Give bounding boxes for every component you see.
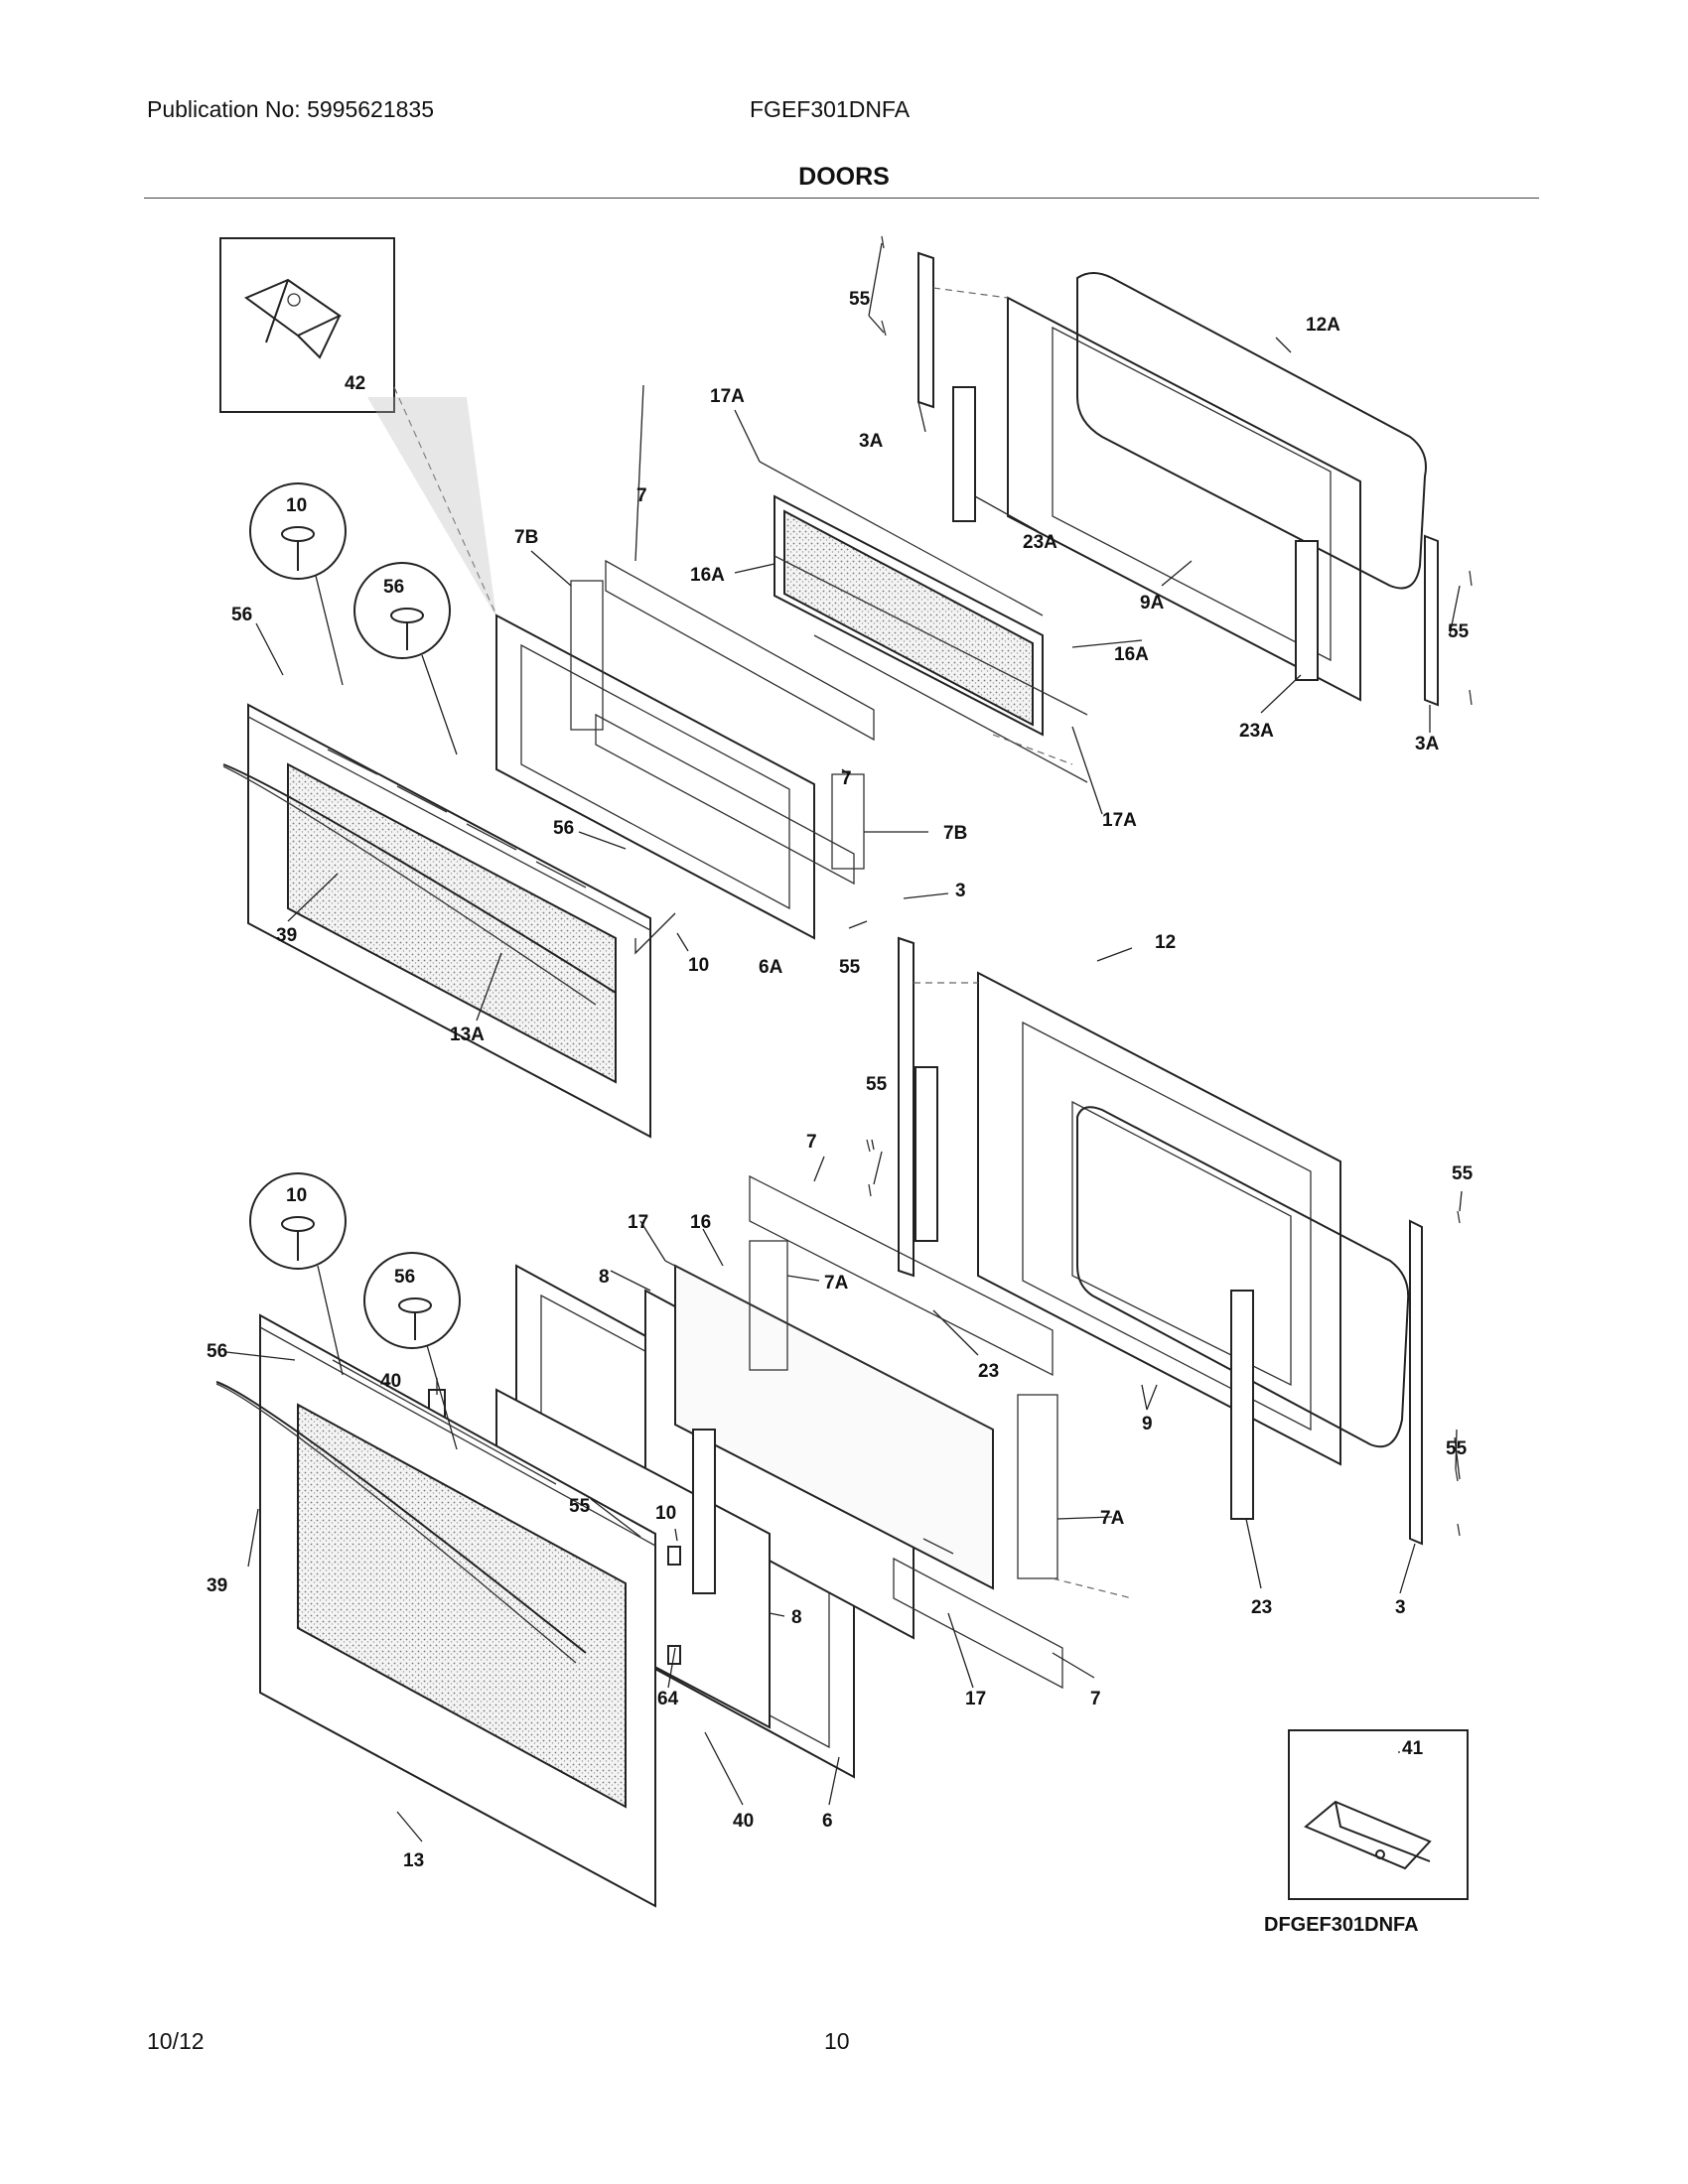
diagram-code: DFGEF301DNFA [1264, 1914, 1419, 1936]
callout-10: 10 [688, 955, 709, 976]
callout-7A: 7A [824, 1273, 849, 1294]
callout-7: 7 [1090, 1689, 1101, 1709]
callout-10: 10 [286, 495, 307, 516]
lower-door-assembly [215, 936, 1461, 1908]
callout-40: 40 [733, 1811, 754, 1832]
callout-9: 9 [1142, 1414, 1153, 1434]
callout-55: 55 [1448, 621, 1470, 642]
callout-55: 55 [866, 1074, 888, 1095]
callout-7B: 7B [943, 823, 967, 844]
callout-23: 23 [1251, 1597, 1272, 1618]
callout-56: 56 [394, 1267, 415, 1288]
callout-55: 55 [849, 289, 871, 310]
callout-7B: 7B [514, 527, 538, 548]
callout-56: 56 [383, 577, 404, 598]
publication-number: Publication No: 5995621835 [147, 96, 435, 122]
callout-17: 17 [628, 1212, 648, 1233]
callout-40: 40 [380, 1371, 401, 1392]
section-title: DOORS [798, 163, 890, 191]
screw-detail-56-lower [363, 1252, 461, 1450]
inset-part-42 [219, 237, 497, 617]
callout-6: 6 [822, 1811, 833, 1832]
callout-42: 42 [345, 373, 365, 394]
callout-55: 55 [839, 957, 861, 978]
page-number: 10 [824, 2028, 850, 2054]
callout-39: 39 [276, 925, 297, 946]
callout-16: 16 [690, 1212, 711, 1233]
callout-17A: 17A [1102, 810, 1137, 831]
leader-lines [225, 242, 1463, 1843]
callout-13: 13 [403, 1850, 424, 1871]
callout-labels: 42 41 10 56 56 39 13A 10 56 7B 7 6A 7 7B… [207, 289, 1474, 1871]
callout-6A: 6A [759, 957, 783, 978]
callout-41: 41 [1402, 1738, 1424, 1759]
callout-7: 7 [841, 768, 852, 789]
callout-17: 17 [965, 1689, 986, 1709]
screw-detail-56-upper [353, 562, 458, 755]
callout-13A: 13A [450, 1024, 485, 1045]
callout-16A: 16A [1114, 644, 1149, 665]
callout-23A: 23A [1023, 532, 1057, 553]
callout-8: 8 [791, 1607, 802, 1628]
screw-detail-10-upper [249, 482, 347, 686]
callout-7: 7 [806, 1132, 817, 1153]
model-number: FGEF301DNFA [750, 96, 911, 122]
callout-10: 10 [655, 1503, 676, 1524]
callout-16A: 16A [690, 565, 725, 586]
callout-3A: 3A [1415, 734, 1440, 754]
callout-8: 8 [599, 1267, 610, 1288]
callout-23A: 23A [1239, 721, 1274, 742]
callout-3A: 3A [859, 431, 884, 452]
callout-9A: 9A [1140, 593, 1165, 614]
callout-12: 12 [1155, 932, 1176, 953]
callout-64: 64 [657, 1689, 679, 1709]
callout-56: 56 [231, 605, 252, 625]
callout-3: 3 [955, 881, 966, 901]
callout-12A: 12A [1306, 315, 1340, 336]
screw-detail-10-lower [249, 1172, 347, 1376]
footer-date: 10/12 [147, 2028, 205, 2054]
callout-55: 55 [569, 1496, 591, 1517]
header-divider [144, 198, 1539, 199]
callout-3: 3 [1395, 1597, 1406, 1618]
callout-7A: 7A [1100, 1508, 1125, 1529]
inset-part-41 [1288, 1729, 1469, 1900]
callout-55: 55 [1446, 1438, 1468, 1459]
upper-door-assembly [222, 235, 1473, 1139]
callout-39: 39 [207, 1575, 227, 1596]
callout-23: 23 [978, 1361, 999, 1382]
callout-55: 55 [1452, 1163, 1474, 1184]
callout-7: 7 [636, 485, 647, 506]
callout-10: 10 [286, 1185, 307, 1206]
callout-56: 56 [553, 818, 574, 839]
callout-56: 56 [207, 1341, 227, 1362]
callout-17A: 17A [710, 386, 745, 407]
